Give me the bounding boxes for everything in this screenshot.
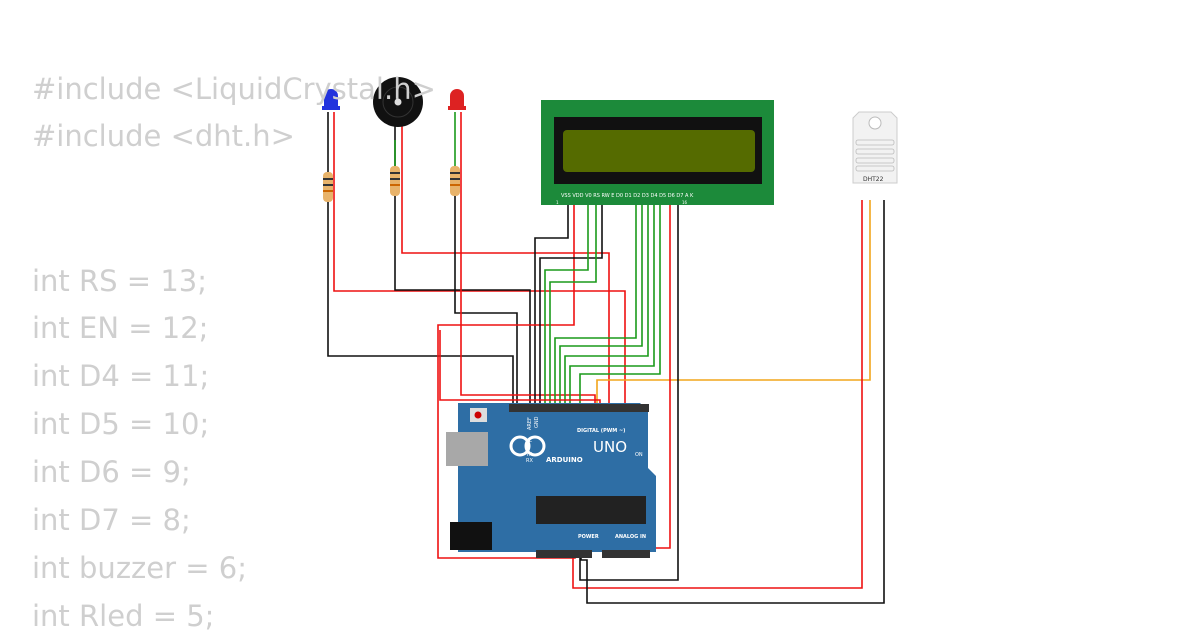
wires <box>327 112 885 604</box>
code-line: int RS = 13; <box>32 264 207 298</box>
wire[interactable] <box>580 200 885 604</box>
resistors[interactable] <box>323 166 460 202</box>
lcd-pin-first: 1 <box>556 200 559 205</box>
blue-led[interactable] <box>322 89 340 110</box>
lcd-pin-labels: VSS VDD V0 RS RW E D0 D1 D2 D3 D4 D5 D6 … <box>561 193 694 199</box>
on-label: ON <box>635 452 643 458</box>
wire[interactable] <box>559 202 643 408</box>
code-line: int D6 = 9; <box>32 455 191 489</box>
code-line: int D7 = 8; <box>32 503 191 537</box>
wire[interactable] <box>656 202 671 549</box>
code-line: int D4 = 11; <box>32 359 210 393</box>
code-line: #include <LiquidCrystal.h> <box>32 72 436 106</box>
wire[interactable] <box>554 202 637 408</box>
wire[interactable] <box>564 202 649 408</box>
digital-label: DIGITAL (PWM ~) <box>577 428 625 434</box>
wire[interactable] <box>439 330 601 408</box>
red-led[interactable] <box>448 89 466 110</box>
aref-label: AREF <box>527 417 533 430</box>
dht-label: DHT22 <box>863 176 884 183</box>
rx-label: RX <box>526 458 533 464</box>
wire[interactable] <box>596 200 871 408</box>
code-line: int D5 = 10; <box>32 407 210 441</box>
buzzer[interactable] <box>373 77 423 127</box>
code-line: int Rled = 5; <box>32 599 215 633</box>
wire[interactable] <box>549 202 597 408</box>
wire[interactable] <box>394 125 531 408</box>
wire[interactable] <box>544 202 589 408</box>
wire[interactable] <box>460 112 596 408</box>
dht22-sensor[interactable]: DHT22 <box>852 111 898 184</box>
lcd-pin-last: 16 <box>682 200 688 205</box>
lcd-1602[interactable]: VSS VDD V0 RS RW E D0 D1 D2 D3 D4 D5 D6 … <box>541 100 774 205</box>
board-model: UNO <box>593 438 627 456</box>
analog-label: ANALOG IN <box>615 534 646 540</box>
power-label: POWER <box>578 534 599 540</box>
wire[interactable] <box>579 202 661 408</box>
code-line: int EN = 12; <box>32 311 209 345</box>
wire[interactable] <box>539 202 603 408</box>
gnd-label: GND <box>534 416 540 428</box>
wire[interactable] <box>572 200 863 589</box>
code-line: int buzzer = 6; <box>32 551 247 585</box>
arduino-uno[interactable]: UNO ARDUINO DIGITAL (PWM ~) ANALOG IN PO… <box>446 403 656 558</box>
tx-label: TX <box>525 452 533 458</box>
wire[interactable] <box>401 125 610 408</box>
code-line: #include <dht.h> <box>32 119 295 153</box>
wire[interactable] <box>333 112 626 408</box>
wire[interactable] <box>579 202 679 581</box>
wire[interactable] <box>534 202 569 408</box>
board-brand: ARDUINO <box>546 456 583 464</box>
wire[interactable] <box>569 202 655 408</box>
wire[interactable] <box>327 112 514 408</box>
l-label: L <box>529 438 532 444</box>
wire[interactable] <box>454 195 518 408</box>
